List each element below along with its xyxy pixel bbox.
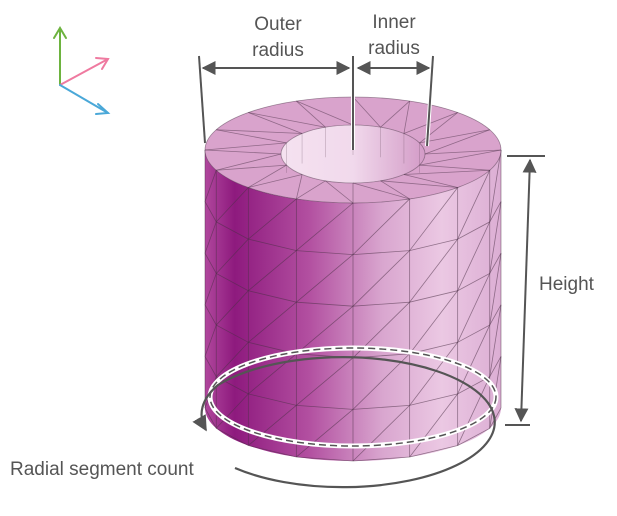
inner-radius-label-line1: Inner [372, 12, 416, 33]
outer-radius-label-line1: Outer [254, 14, 302, 35]
y-axis-arrowhead [53, 26, 67, 39]
x-axis-arrowhead [95, 57, 110, 70]
tube-mesh [204, 96, 502, 462]
radial-segment-arrow [192, 356, 496, 489]
inner-radius-label-line2: radius [368, 38, 420, 59]
outer-radius-label-line2: radius [252, 40, 304, 61]
height-label: Height [539, 274, 595, 295]
tube-inner-hole [281, 125, 425, 183]
bottom-ring-dashed [209, 347, 497, 447]
x-axis-line [59, 58, 109, 86]
z-axis-arrowhead [95, 103, 111, 115]
axes-gizmo [53, 26, 111, 115]
inner-radius-right-tick [426, 55, 434, 147]
top-face-wireframe [204, 96, 502, 204]
z-axis-line [59, 84, 109, 114]
annotations [192, 55, 545, 489]
radial-segment-count-label: Radial segment count [10, 459, 194, 480]
height-arrow [514, 158, 537, 423]
outer-radius-left-tick [198, 55, 206, 144]
